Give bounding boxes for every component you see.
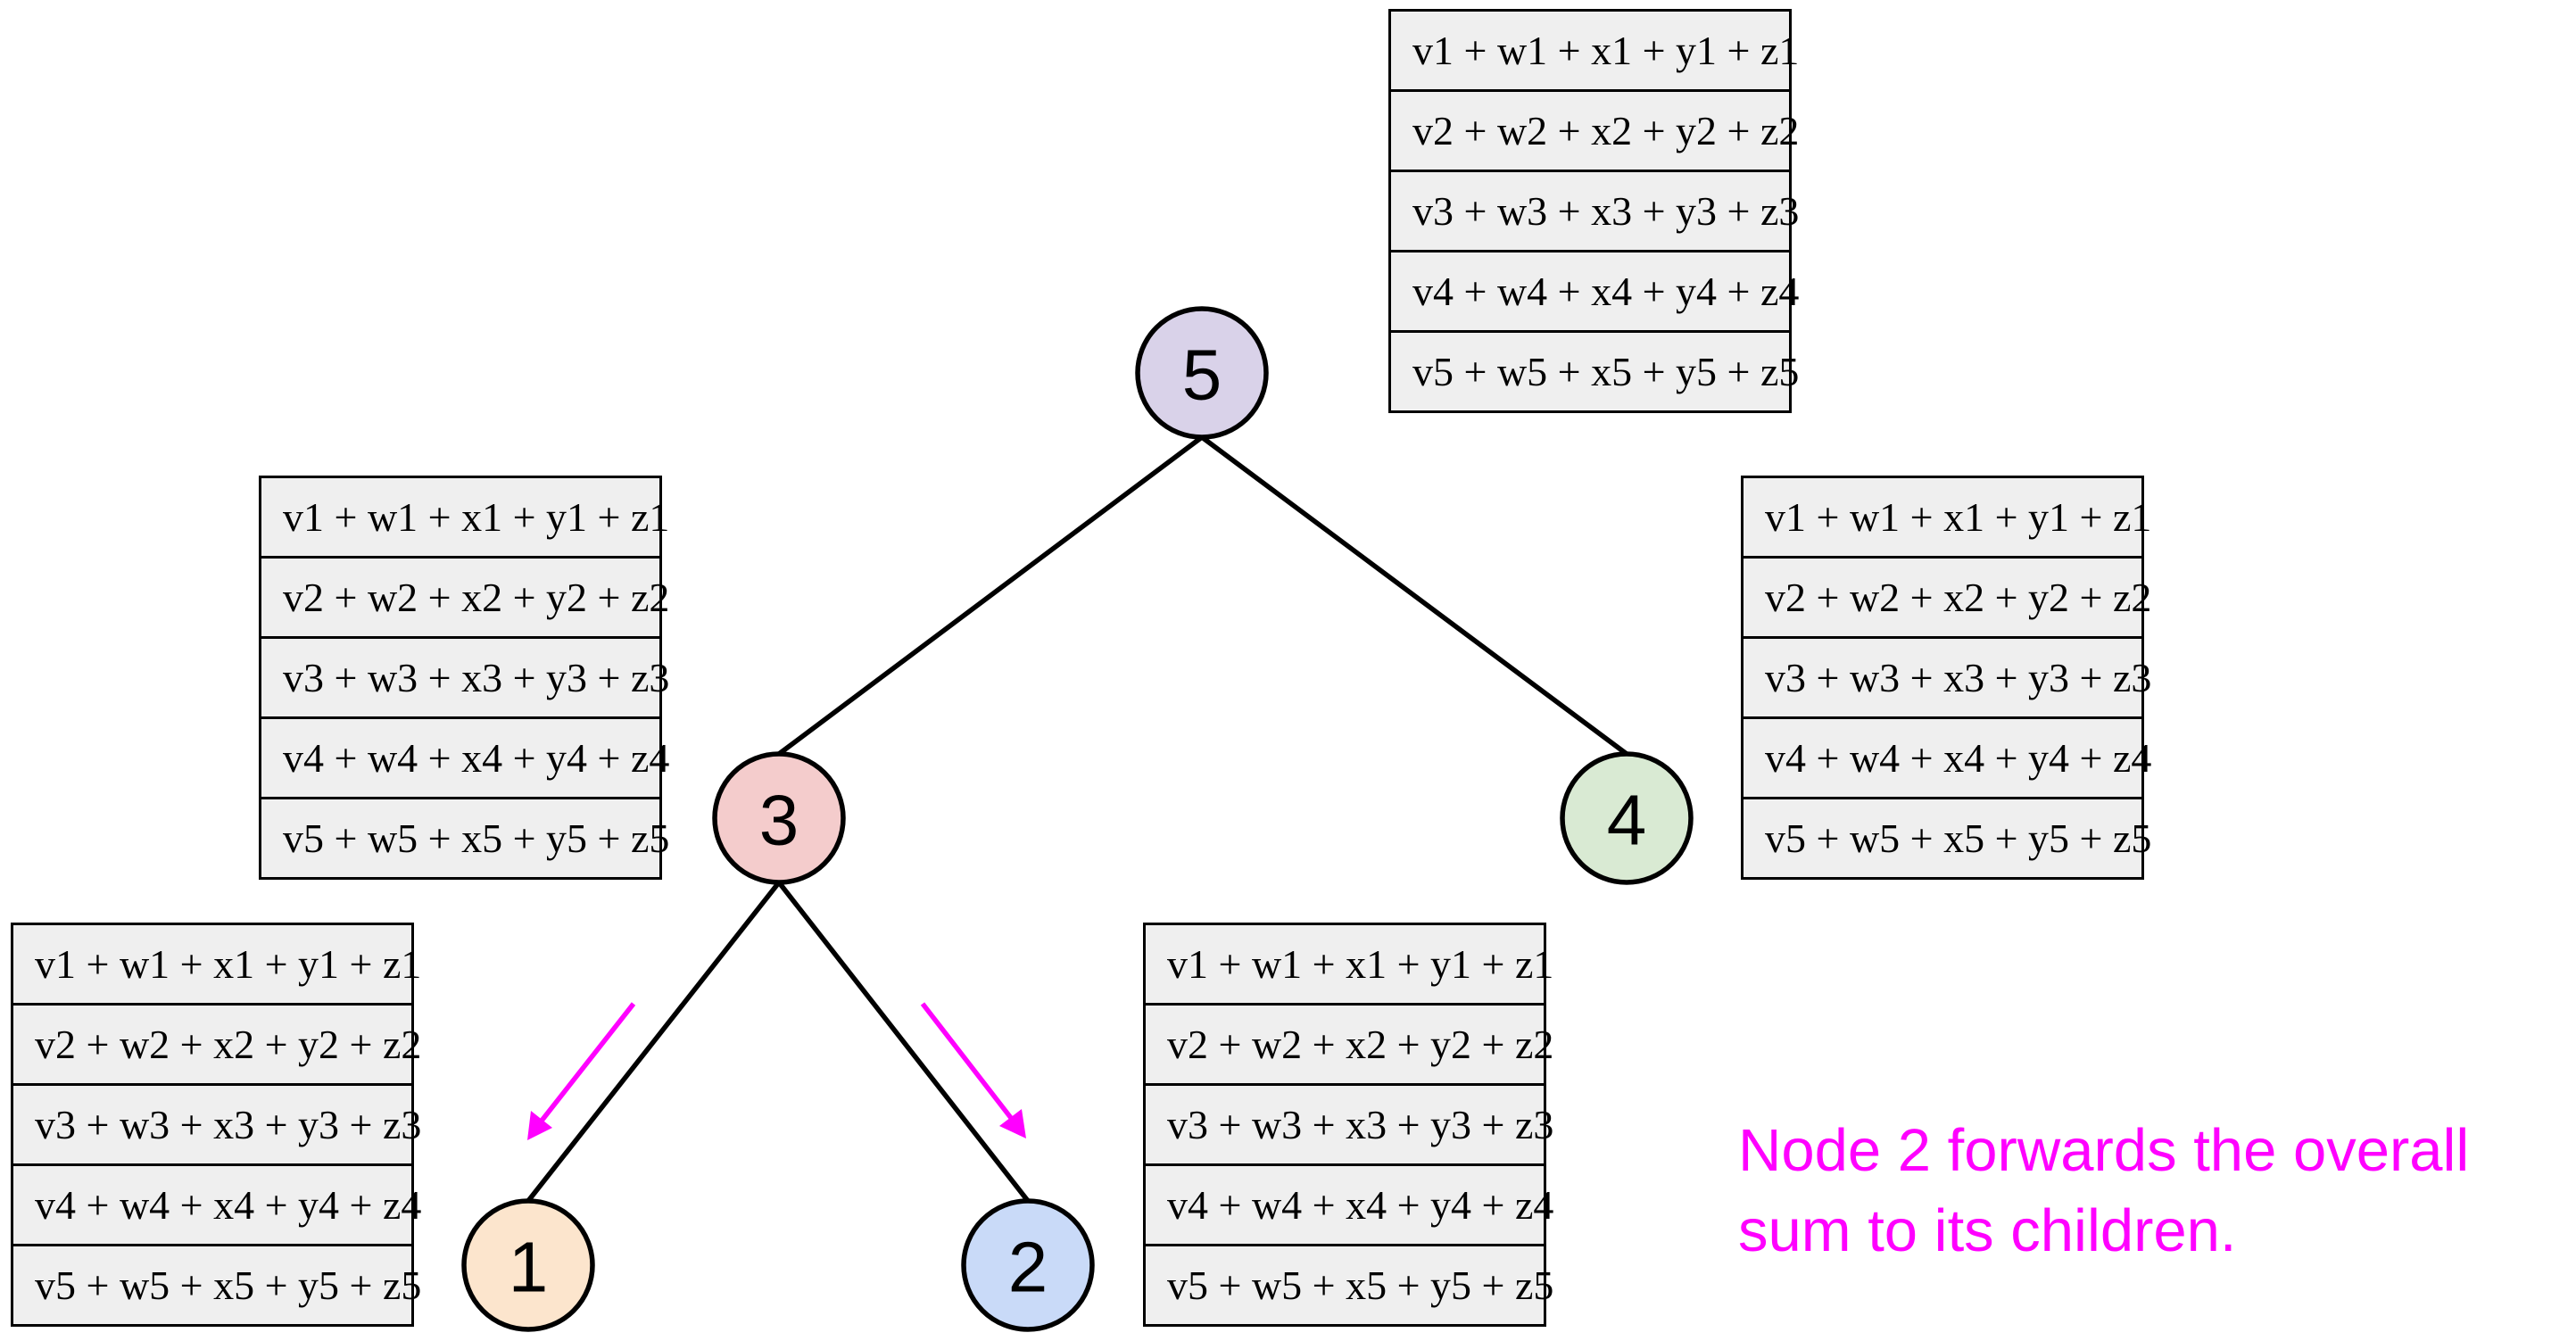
node-circle xyxy=(1560,751,1694,885)
node-label: 2 xyxy=(1008,1228,1048,1307)
sum-row: v5 + w5 + x5 + y5 + z5 xyxy=(1744,799,2151,877)
tree-nodes: 5 3 4 1 2 xyxy=(461,306,1694,1332)
sum-row: v5 + w5 + x5 + y5 + z5 xyxy=(261,799,669,877)
edge-5-4 xyxy=(1200,435,1628,757)
sum-row: v4 + w4 + x4 + y4 + z4 xyxy=(1391,252,1799,333)
arrowhead-to-node-1 xyxy=(527,1111,552,1140)
sum-row: v5 + w5 + x5 + y5 + z5 xyxy=(1391,333,1799,410)
node-label: 4 xyxy=(1607,781,1647,860)
sum-row: v1 + w1 + x1 + y1 + z1 xyxy=(261,478,669,559)
edge-3-2 xyxy=(776,881,1031,1203)
sum-row: v5 + w5 + x5 + y5 + z5 xyxy=(1146,1246,1553,1324)
sum-row: v3 + w3 + x3 + y3 + z3 xyxy=(1146,1086,1553,1166)
sum-row: v2 + w2 + x2 + y2 + z2 xyxy=(1146,1006,1553,1086)
sum-row: v3 + w3 + x3 + y3 + z3 xyxy=(261,639,669,719)
sum-row: v2 + w2 + x2 + y2 + z2 xyxy=(261,559,669,639)
node-5: 5 xyxy=(1135,306,1269,440)
sum-row: v5 + w5 + x5 + y5 + z5 xyxy=(13,1246,421,1324)
sum-row: v4 + w4 + x4 + y4 + z4 xyxy=(261,719,669,799)
arrow-to-node-2 xyxy=(920,1002,1020,1128)
annotation-line-2: sum to its children. xyxy=(1738,1197,2237,1264)
node-4: 4 xyxy=(1560,751,1694,885)
sum-row: v4 + w4 + x4 + y4 + z4 xyxy=(13,1166,421,1246)
sum-row: v4 + w4 + x4 + y4 + z4 xyxy=(1146,1166,1553,1246)
node-label: 1 xyxy=(509,1228,549,1307)
sum-row: v3 + w3 + x3 + y3 + z3 xyxy=(1391,172,1799,252)
node-1: 1 xyxy=(461,1198,595,1332)
sum-row: v3 + w3 + x3 + y3 + z3 xyxy=(1744,639,2151,719)
node-3: 3 xyxy=(712,751,846,885)
annotation-line-1: Node 2 forwards the overall xyxy=(1738,1117,2470,1184)
annotation-text: Node 2 forwards the overall sum to its c… xyxy=(1738,1111,2568,1271)
edge-3-1 xyxy=(526,881,782,1203)
sum-row: v2 + w2 + x2 + y2 + z2 xyxy=(1391,92,1799,172)
sum-row: v1 + w1 + x1 + y1 + z1 xyxy=(13,925,421,1006)
sum-row: v2 + w2 + x2 + y2 + z2 xyxy=(13,1006,421,1086)
node-label: 5 xyxy=(1182,335,1222,415)
tree-edges xyxy=(526,435,1628,1203)
node-2: 2 xyxy=(961,1198,1095,1332)
edge-5-3 xyxy=(777,435,1204,757)
node-circle xyxy=(1135,306,1269,440)
sum-row: v4 + w4 + x4 + y4 + z4 xyxy=(1744,719,2151,799)
sum-row: v1 + w1 + x1 + y1 + z1 xyxy=(1391,12,1799,92)
sum-row: v3 + w3 + x3 + y3 + z3 xyxy=(13,1086,421,1166)
arrowhead-to-node-2 xyxy=(999,1109,1026,1138)
arrow-to-node-1 xyxy=(533,1002,636,1130)
node-circle xyxy=(961,1198,1095,1332)
sum-row: v1 + w1 + x1 + y1 + z1 xyxy=(1146,925,1553,1006)
node-label: 3 xyxy=(759,781,799,860)
sum-row: v1 + w1 + x1 + y1 + z1 xyxy=(1744,478,2151,559)
node-circle xyxy=(461,1198,595,1332)
node-circle xyxy=(712,751,846,885)
sum-row: v2 + w2 + x2 + y2 + z2 xyxy=(1744,559,2151,639)
forward-arrows xyxy=(527,1002,1026,1140)
